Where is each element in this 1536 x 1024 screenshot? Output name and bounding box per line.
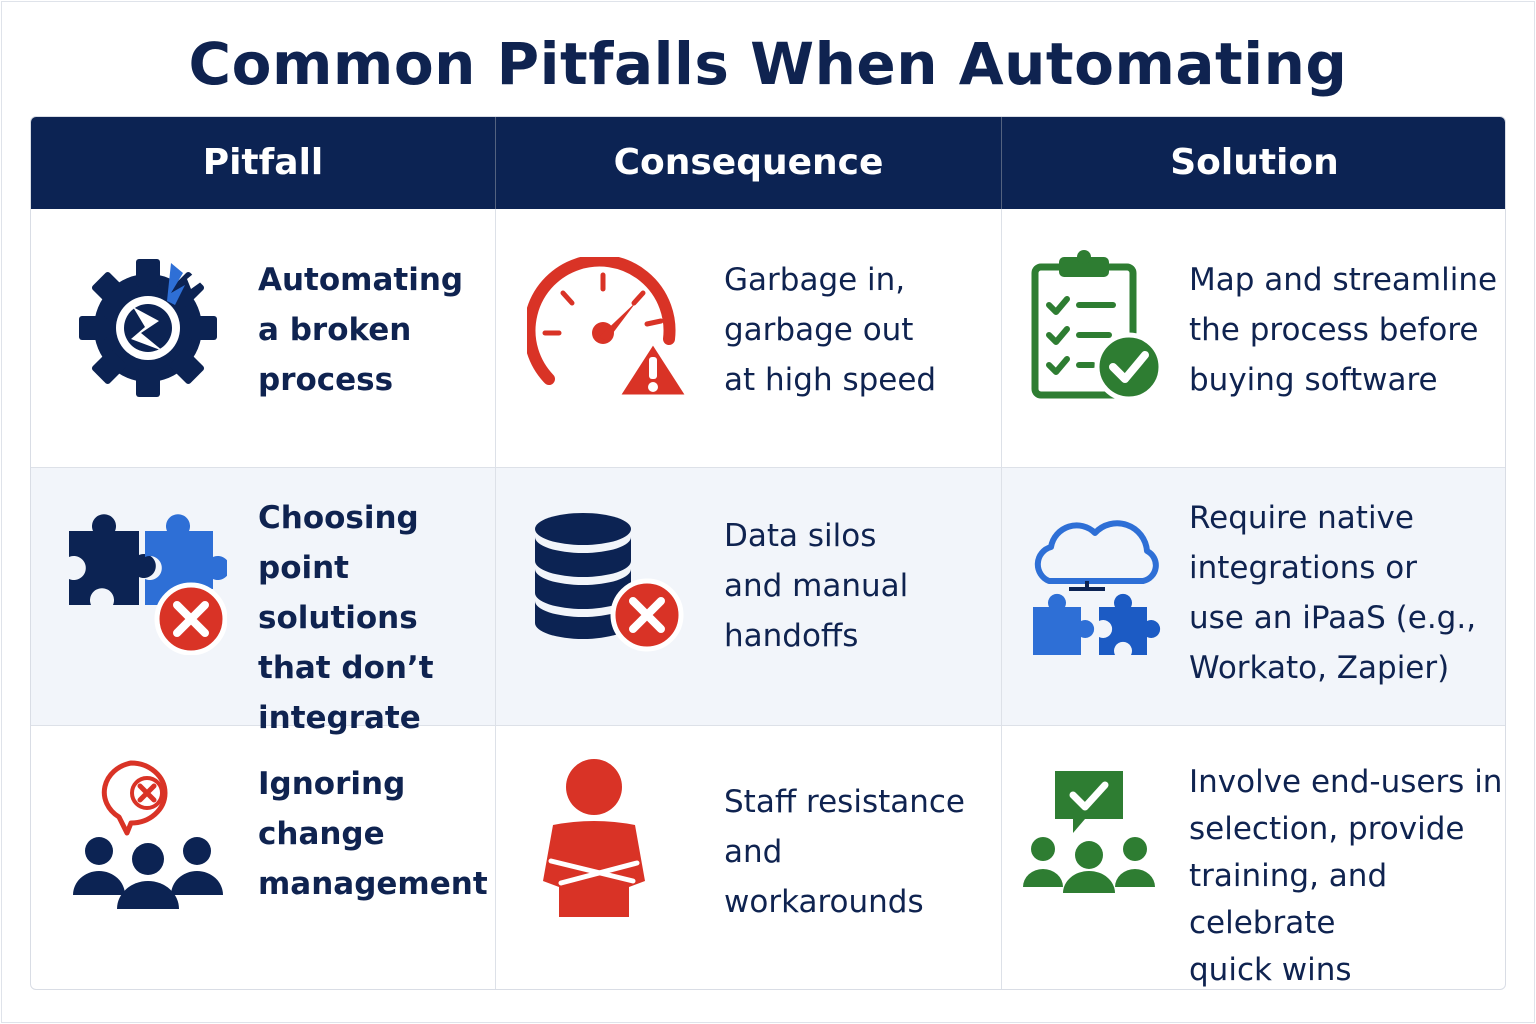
text-line: and manual [724,568,909,604]
table-header: Pitfall Consequence Solution [31,117,1505,209]
text-line: and [724,834,783,870]
text-line: that don’t [258,650,434,686]
consequence-text: Garbage in, garbage out at high speed [724,255,994,405]
text-line: training, and celebrate [1189,858,1388,941]
header-divider [495,117,496,209]
team-rejection-icon [71,759,225,913]
pitfall-text: Ignoring change management [258,759,494,909]
text-line: Ignoring [258,766,406,802]
text-line: Choosing [258,500,419,536]
text-line: Map and streamline [1189,262,1498,298]
header-consequence: Consequence [613,142,884,183]
puzzle-error-icon [67,509,230,656]
text-line: management [258,866,488,902]
cloud-puzzle-icon [1029,509,1165,663]
text-line: buying software [1189,362,1438,398]
text-line: change [258,816,385,852]
row-divider [31,725,1505,726]
solution-text: Require native integrations or use an iP… [1189,493,1501,693]
clipboard-checklist-icon [1029,249,1165,403]
column-divider [1001,209,1002,989]
text-line: Garbage in, [724,262,906,298]
text-line: quick wins [1189,952,1352,988]
text-line: Involve end-users in [1189,764,1503,800]
text-line: use an iPaaS (e.g., [1189,600,1477,636]
database-error-icon [533,511,689,653]
crossed-arms-person-icon [537,757,659,921]
pitfalls-table: Pitfall Consequence Solution [30,116,1506,990]
text-line: a broken [258,312,412,348]
text-line: the process before [1189,312,1479,348]
column-divider [495,209,496,989]
text-line: integrations or [1189,550,1418,586]
pitfall-text: Choosing point solutions that don’t inte… [258,493,494,743]
text-line: Automating [258,262,464,298]
text-line: Data silos [724,518,877,554]
page-title: Common Pitfalls When Automating [188,30,1348,98]
header-solution: Solution [1170,142,1339,183]
solution-text: Map and streamline the process before bu… [1189,255,1501,405]
text-line: Workato, Zapier) [1189,650,1450,686]
consequence-text: Data silos and manual handoffs [724,511,994,661]
broken-gear-icon [75,255,221,401]
text-line: point solutions [258,550,418,636]
text-line: integrate [258,700,421,736]
speedometer-warning-icon [523,254,693,401]
text-line: selection, provide [1189,811,1465,847]
table-row [31,467,1505,725]
header-divider [1001,117,1002,209]
solution-text: Involve end-users in selection, provide … [1189,759,1505,989]
text-line: process [258,362,394,398]
text-line: garbage out [724,312,914,348]
pitfall-text: Automating a broken process [258,255,488,405]
text-line: workarounds [724,884,924,920]
text-line: Staff resistance [724,784,966,820]
text-line: handoffs [724,618,859,654]
team-approval-icon [1023,767,1155,895]
text-line: Require native [1189,500,1414,536]
consequence-text: Staff resistance and workarounds [724,777,994,927]
text-line: at high speed [724,362,937,398]
header-pitfall: Pitfall [202,142,324,183]
row-divider [31,467,1505,468]
